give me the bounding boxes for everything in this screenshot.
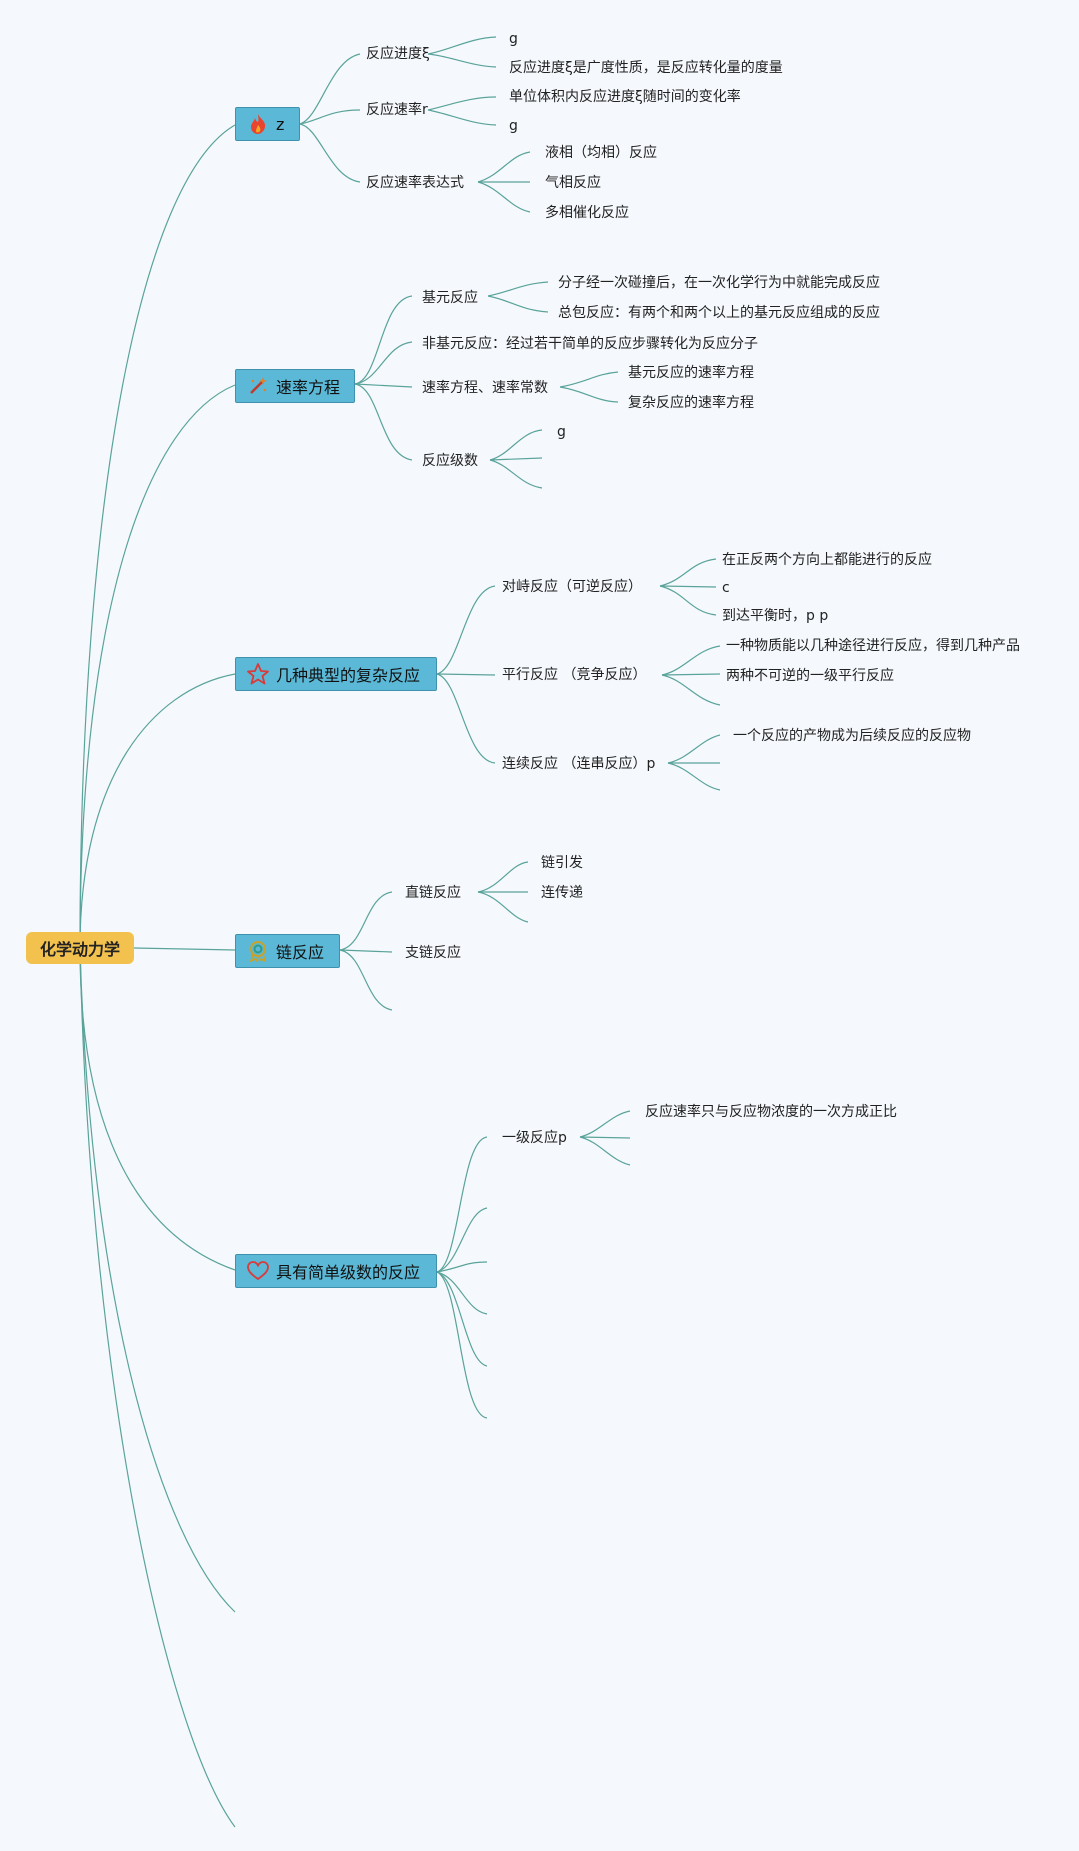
node-3-2[interactable]: 平行反应 （竞争反应） bbox=[502, 667, 647, 683]
branch-node-4[interactable]: 链反应 bbox=[235, 934, 340, 968]
node-2-3[interactable]: 速率方程、速率常数 bbox=[422, 380, 548, 396]
node-3-2-2[interactable]: 两种不可逆的一级平行反应 bbox=[726, 668, 894, 684]
link-root-b2 bbox=[79, 384, 236, 949]
badge-icon bbox=[246, 939, 270, 963]
node-3-2-1[interactable]: 一种物质能以几种途径进行反应，得到几种产品 bbox=[726, 638, 1020, 654]
node-1-1-1[interactable]: g bbox=[509, 31, 518, 47]
node-5-1-1[interactable]: 反应速率只与反应物浓度的一次方成正比 bbox=[645, 1104, 897, 1120]
node-2-4[interactable]: 反应级数 bbox=[422, 453, 478, 469]
node-3-3[interactable]: 连续反应 （连串反应）p bbox=[502, 756, 656, 772]
branch-node-3[interactable]: 几种典型的复杂反应 bbox=[235, 657, 437, 691]
node-2-1-2[interactable]: 总包反应：有两个和两个以上的基元反应组成的反应 bbox=[558, 305, 880, 321]
node-2-3-1[interactable]: 基元反应的速率方程 bbox=[628, 365, 754, 381]
fire-icon bbox=[246, 112, 270, 136]
node-4-2[interactable]: 支链反应 bbox=[405, 945, 461, 961]
branch-label-4: 链反应 bbox=[276, 943, 325, 962]
branch-node-2[interactable]: 速率方程 bbox=[235, 369, 355, 403]
link-root-b4 bbox=[133, 947, 236, 951]
node-2-2[interactable]: 非基元反应：经过若干简单的反应步骤转化为反应分子 bbox=[422, 336, 758, 352]
link-root-b5 bbox=[79, 947, 236, 1271]
link-root-empty-2 bbox=[79, 947, 236, 1828]
node-1-3-3[interactable]: 多相催化反应 bbox=[545, 205, 629, 221]
branch-node-5[interactable]: 具有简单级数的反应 bbox=[235, 1254, 437, 1288]
branch-node-1[interactable]: z bbox=[235, 107, 300, 141]
node-1-1[interactable]: 反应进度ξ bbox=[366, 46, 430, 62]
star-icon bbox=[246, 662, 270, 686]
node-2-1-1[interactable]: 分子经一次碰撞后，在一次化学行为中就能完成反应 bbox=[558, 275, 880, 291]
node-3-1-2[interactable]: c bbox=[722, 580, 730, 596]
node-3-1-3[interactable]: 到达平衡时，p p bbox=[722, 608, 829, 624]
branch-label-3: 几种典型的复杂反应 bbox=[276, 666, 421, 685]
node-1-3-1[interactable]: 液相（均相）反应 bbox=[545, 145, 657, 161]
root-node[interactable]: 化学动力学 bbox=[26, 932, 134, 964]
heart-icon bbox=[246, 1259, 270, 1283]
node-4-1[interactable]: 直链反应 bbox=[405, 885, 461, 901]
node-1-1-2[interactable]: 反应进度ξ是广度性质，是反应转化量的度量 bbox=[509, 60, 783, 76]
branch-label-2: 速率方程 bbox=[276, 378, 341, 397]
node-4-1-2[interactable]: 连传递 bbox=[541, 885, 583, 901]
magic-wand-icon bbox=[246, 374, 270, 398]
node-4-1-1[interactable]: 链引发 bbox=[541, 855, 583, 871]
branch-label-1: z bbox=[276, 114, 285, 134]
node-2-1[interactable]: 基元反应 bbox=[422, 290, 478, 306]
node-1-2-2[interactable]: g bbox=[509, 118, 518, 134]
branch-label-5: 具有简单级数的反应 bbox=[276, 1263, 421, 1282]
node-1-3-2[interactable]: 气相反应 bbox=[545, 175, 601, 191]
node-1-3[interactable]: 反应速率表达式 bbox=[366, 175, 464, 191]
link-root-empty-1 bbox=[79, 947, 236, 1613]
link-root-b3 bbox=[79, 673, 236, 949]
node-1-2-1[interactable]: 单位体积内反应进度ξ随时间的变化率 bbox=[509, 89, 741, 105]
node-2-3-2[interactable]: 复杂反应的速率方程 bbox=[628, 395, 754, 411]
link-root-b1 bbox=[79, 124, 236, 949]
node-1-2[interactable]: 反应速率r bbox=[366, 102, 428, 118]
node-5-1[interactable]: 一级反应p bbox=[502, 1130, 567, 1146]
node-3-3-1[interactable]: 一个反应的产物成为后续反应的反应物 bbox=[733, 728, 971, 744]
node-3-1[interactable]: 对峙反应（可逆反应） bbox=[502, 579, 642, 595]
node-2-4-1[interactable]: g bbox=[557, 424, 566, 440]
node-3-1-1[interactable]: 在正反两个方向上都能进行的反应 bbox=[722, 552, 932, 568]
